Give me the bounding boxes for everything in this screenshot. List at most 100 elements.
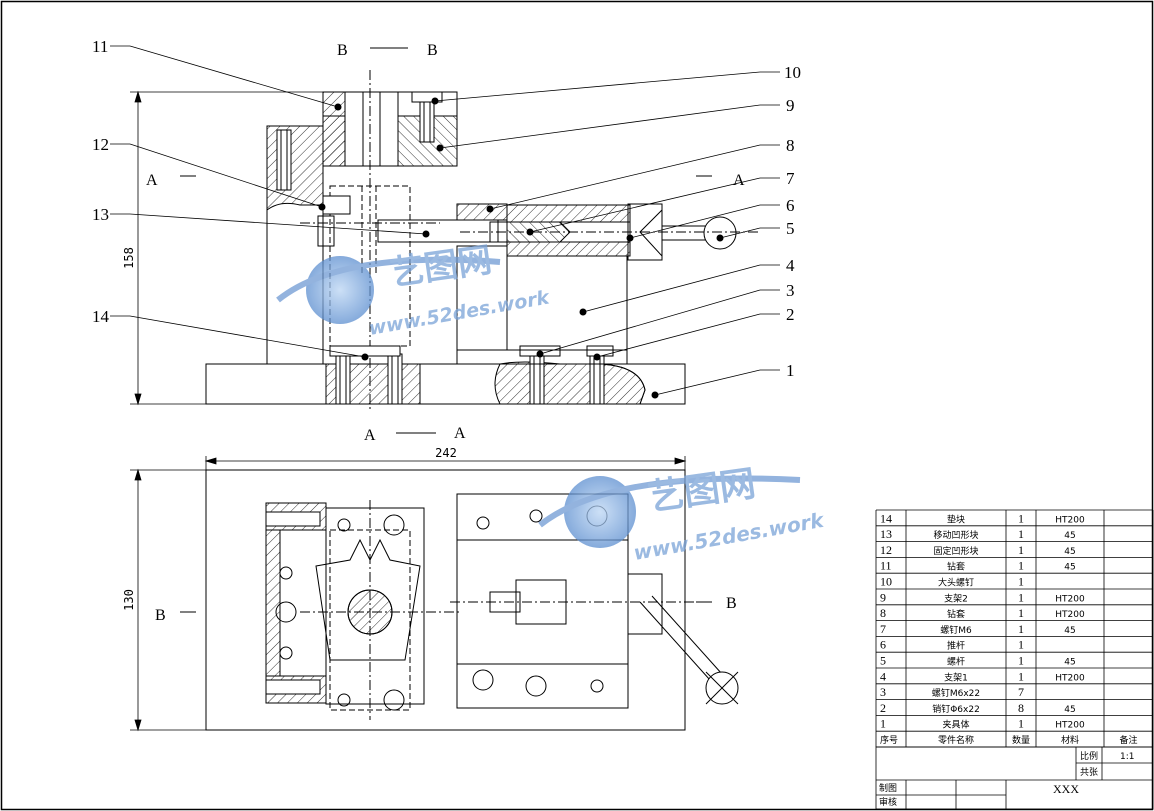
section-b-plan-right: B <box>726 595 737 612</box>
parts-row-material: 45 <box>1064 563 1075 573</box>
parts-row-material: 45 <box>1064 705 1075 715</box>
parts-row-name: 夹具体 <box>942 719 969 731</box>
parts-row-no: 14 <box>880 511 892 525</box>
section-b-top-right: B <box>427 42 438 59</box>
parts-row-no: 5 <box>880 654 886 668</box>
parts-row-material: HT200 <box>1055 673 1085 683</box>
parts-row-no: 7 <box>880 622 886 636</box>
parts-row-qty: 1 <box>1018 527 1024 541</box>
parts-row-name: 垫块 <box>947 513 965 525</box>
balloon-4: 4 <box>786 256 795 275</box>
scale-label: 比例 <box>1080 750 1098 762</box>
parts-row-qty: 1 <box>1018 654 1024 668</box>
balloon-14: 14 <box>92 307 110 326</box>
parts-row-name: 钻套 <box>947 608 965 620</box>
parts-row-no: 6 <box>880 638 886 652</box>
balloon-5: 5 <box>786 219 795 238</box>
dimension-height-front <box>130 90 323 406</box>
sheets-label: 共张 <box>1080 767 1098 778</box>
balloon-12: 12 <box>92 135 109 154</box>
parts-row-material: HT200 <box>1055 610 1085 620</box>
parts-row-qty: 1 <box>1018 717 1024 731</box>
parts-row-no: 13 <box>880 527 892 541</box>
section-a-bottom-left: A <box>364 427 376 444</box>
watermark-cn-2: 艺图网 <box>646 463 759 519</box>
drawing-name: XXX <box>1053 782 1079 796</box>
parts-row-qty: 1 <box>1018 606 1024 620</box>
parts-row-material: HT200 <box>1055 515 1085 525</box>
section-b-plan-left: B <box>155 607 166 624</box>
parts-row-name: 销钉Φ6x22 <box>932 703 980 715</box>
parts-header-material: 材料 <box>1061 734 1079 746</box>
parts-row-no: 12 <box>880 543 892 557</box>
parts-row-name: 固定凹形块 <box>933 545 978 557</box>
checked-by-label: 审核 <box>879 796 897 808</box>
scale-value: 1:1 <box>1120 752 1134 762</box>
watermark-url: www.52des.work <box>367 286 552 340</box>
drawn-by-label: 制图 <box>879 782 897 794</box>
parts-row-material: HT200 <box>1055 594 1085 604</box>
parts-row-name: 钻套 <box>947 561 965 573</box>
parts-header-no: 序号 <box>880 734 898 746</box>
parts-row-material: HT200 <box>1055 721 1085 731</box>
parts-row-qty: 1 <box>1018 511 1024 525</box>
section-b-top-left: B <box>337 42 348 59</box>
parts-row-qty: 1 <box>1018 638 1024 652</box>
parts-row-name: 大头螺钉 <box>938 577 974 589</box>
parts-row-name: 螺钉M6x22 <box>932 688 980 699</box>
parts-row-no: 11 <box>880 559 892 573</box>
balloon-7: 7 <box>786 169 795 188</box>
parts-row-no: 4 <box>880 669 886 683</box>
balloon-6: 6 <box>786 196 795 215</box>
parts-row-no: 3 <box>880 685 886 699</box>
parts-row-name: 支架2 <box>944 592 968 604</box>
parts-row-qty: 1 <box>1018 590 1024 604</box>
parts-row-no: 1 <box>880 717 886 731</box>
balloon-9: 9 <box>786 96 795 115</box>
dim-158: 158 <box>122 247 136 269</box>
parts-row-material: 45 <box>1064 531 1075 541</box>
parts-row-name: 推杆 <box>947 640 965 652</box>
parts-row-no: 9 <box>880 590 886 604</box>
dimension-plan <box>130 456 687 732</box>
section-a-left: A <box>146 172 158 189</box>
parts-row-no: 8 <box>880 606 886 620</box>
balloon-3: 3 <box>786 281 795 300</box>
dim-130: 130 <box>122 589 136 611</box>
balloon-11: 11 <box>92 37 108 56</box>
parts-row-qty: 8 <box>1018 701 1024 715</box>
parts-header-remark: 备注 <box>1119 734 1137 746</box>
balloon-8: 8 <box>786 136 795 155</box>
parts-row-qty: 1 <box>1018 543 1024 557</box>
front-view <box>205 70 760 410</box>
parts-row-qty: 7 <box>1018 685 1024 699</box>
plan-view <box>205 469 739 731</box>
parts-row-material: 45 <box>1064 547 1075 557</box>
parts-row-qty: 1 <box>1018 622 1024 636</box>
parts-row-name: 螺杆 <box>947 656 965 668</box>
leader-dots <box>318 97 724 399</box>
parts-row-qty: 1 <box>1018 559 1024 573</box>
parts-row-material: 45 <box>1064 626 1075 636</box>
section-a-right: A <box>733 172 745 189</box>
parts-row-qty: 1 <box>1018 575 1024 589</box>
balloon-2: 2 <box>786 305 795 324</box>
watermark-cn: 艺图网 <box>388 240 495 294</box>
watermark-2: 艺图网 www.52des.work <box>538 463 827 565</box>
parts-row-material: 45 <box>1064 658 1075 668</box>
parts-header-name: 零件名称 <box>938 734 974 746</box>
parts-row-qty: 1 <box>1018 669 1024 683</box>
leaders <box>110 45 780 396</box>
balloon-13: 13 <box>92 205 109 224</box>
balloon-1: 1 <box>786 361 795 380</box>
parts-row-name: 支架1 <box>944 671 968 683</box>
title-block <box>875 746 1154 810</box>
parts-row-name: 移动凹形块 <box>933 529 978 541</box>
parts-row-no: 10 <box>880 575 892 589</box>
watermark-globe-icon-2 <box>564 476 636 548</box>
parts-row-name: 螺钉M6 <box>940 625 972 636</box>
section-a-bottom-right: A <box>454 425 466 442</box>
